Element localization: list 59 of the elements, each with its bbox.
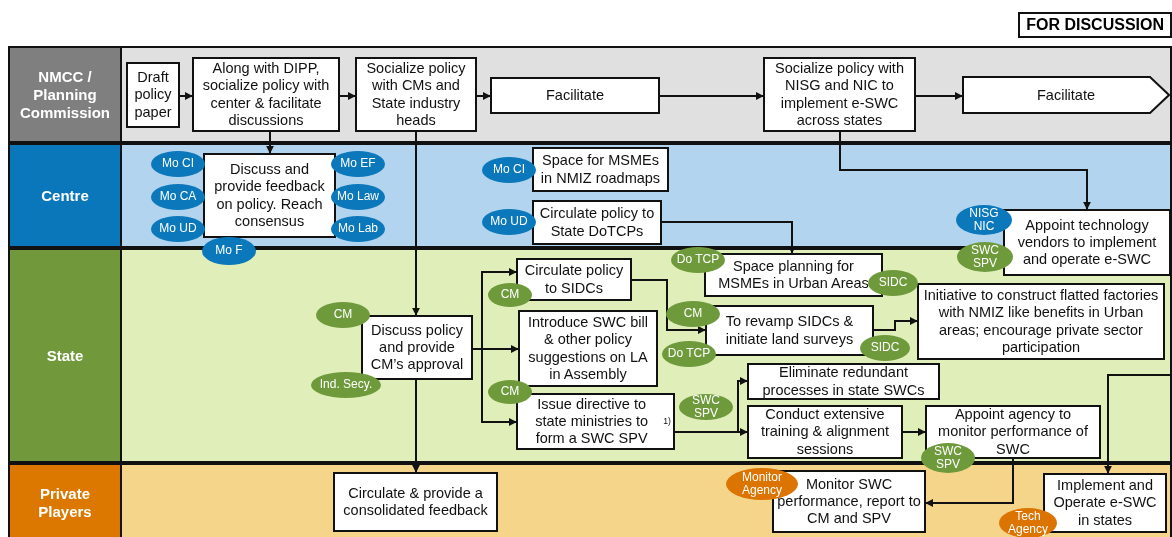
role-oval: CM	[666, 301, 720, 327]
swimlane	[8, 46, 1172, 143]
arrow	[915, 92, 963, 100]
arrow	[674, 428, 748, 436]
role-oval: CM	[488, 283, 532, 307]
arrow	[412, 131, 420, 316]
role-oval: Mo EF	[331, 151, 385, 177]
arrow	[266, 131, 274, 154]
process-box: Socialize policy with CMs and State industry heads	[355, 57, 477, 132]
process-box: Circulate policy to State DoTCPs	[532, 200, 662, 245]
role-oval: CM	[316, 302, 370, 328]
arrow	[873, 317, 918, 331]
process-box: Discuss and provide feedback on policy. Reach consensus	[203, 153, 336, 238]
role-oval: SWC SPV	[679, 394, 733, 420]
role-oval: Mo CA	[151, 184, 205, 210]
arrow	[925, 458, 1014, 507]
role-oval: SIDC	[860, 335, 910, 361]
role-oval: Do TCP	[662, 341, 716, 367]
process-box: Socialize policy with NISG and NIC to implement e-SWC across states	[763, 57, 916, 132]
process-box: Draft policy paper	[126, 62, 180, 128]
process-box: Initiative to construct flatted factories with NMIZ like benefits in Urban areas; encourage private sector participation	[917, 283, 1165, 360]
role-oval: Mo UD	[482, 209, 536, 235]
role-oval: Mo CI	[151, 151, 205, 177]
process-box: Discuss policy and provide CM’s approval	[361, 315, 473, 380]
process-box: Appoint technology vendors to implement and operate e-SWC	[1003, 209, 1171, 276]
process-box: Facilitate	[490, 77, 660, 114]
lane-header: Private Players	[10, 465, 122, 537]
role-oval: Mo CI	[482, 157, 536, 183]
process-box: Eliminate redundant processes in state SWCs	[747, 363, 940, 400]
arrow	[476, 92, 491, 100]
process-box: Introduce SWC bill & other policy suggestions on LA in Assembly	[518, 310, 658, 387]
arrow	[631, 279, 706, 334]
arrow	[661, 221, 796, 254]
arrow	[179, 92, 193, 100]
role-oval: CM	[488, 380, 532, 404]
arrow	[839, 131, 1091, 210]
arrow	[412, 379, 420, 473]
lane-header: Centre	[10, 145, 122, 246]
role-oval: Mo Law	[331, 184, 385, 210]
lane-header: NMCC / Planning Commission	[10, 48, 122, 141]
process-box: Space for MSMEs in NMIZ roadmaps	[532, 147, 669, 192]
process-box: Circulate & provide a consolidated feedback	[333, 472, 498, 532]
arrow	[902, 428, 926, 436]
process-box: Along with DIPP, socialize policy with center & facilitate discussions	[192, 57, 340, 132]
role-oval: Mo Lab	[331, 216, 385, 242]
stamp-label: FOR DISCUSSION	[1018, 12, 1172, 38]
process-box: Conduct extensive training & alignment sessions	[747, 405, 903, 459]
arrow	[1104, 374, 1172, 474]
arrow	[472, 348, 517, 426]
arrow	[659, 92, 764, 100]
role-oval: Do TCP	[671, 247, 725, 273]
role-oval: Ind. Secy.	[311, 372, 381, 398]
lane-header: State	[10, 250, 122, 461]
role-oval: NISG NIC	[956, 205, 1012, 235]
role-oval: Tech Agency	[999, 508, 1057, 537]
pentagon-box: Facilitate	[962, 76, 1170, 114]
arrow	[339, 92, 356, 100]
role-oval: Mo UD	[151, 216, 205, 242]
role-oval: SIDC	[868, 270, 918, 296]
